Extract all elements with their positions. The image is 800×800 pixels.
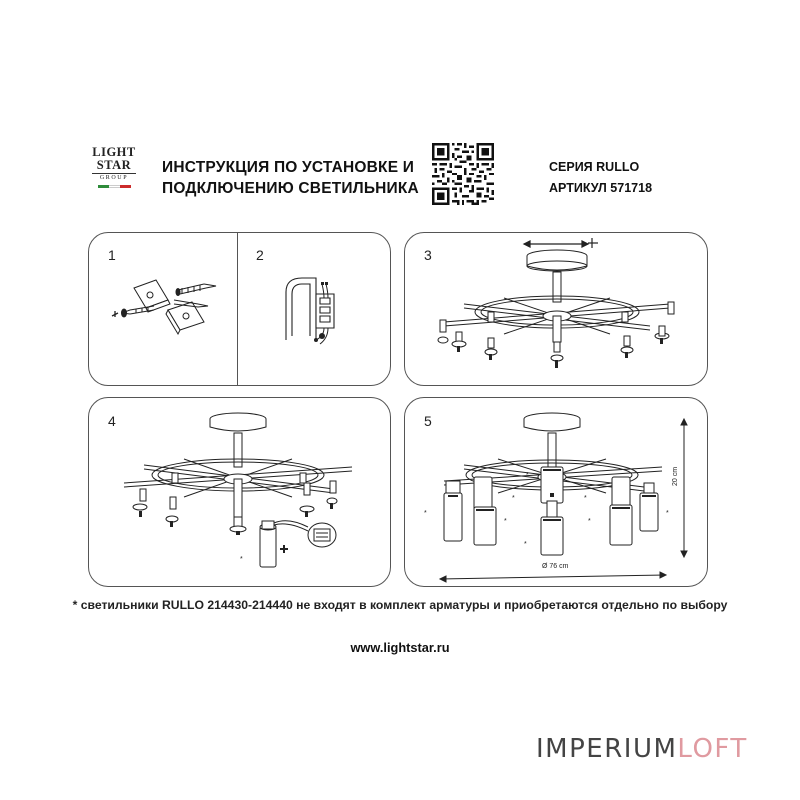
panel-divider — [237, 232, 239, 386]
diameter-dimension-label: Ø 76 cm — [542, 563, 569, 570]
title-line-2: ПОДКЛЮЧЕНИЮ СВЕТИЛЬНИКА — [162, 180, 419, 197]
series-label: СЕРИЯ RULLO — [549, 160, 640, 174]
lightstar-logo: LIGHT STAR GROUP — [88, 146, 140, 208]
italian-flag-icon — [88, 185, 140, 188]
watermark-part-1: IMPERIUM — [536, 734, 678, 764]
imperiumloft-watermark: IMPERIUMLOFT — [536, 734, 748, 764]
accessory-marker-2: * — [512, 495, 515, 502]
step-number-1: 1 — [108, 247, 116, 263]
website-link[interactable]: www.lightstar.ru — [350, 640, 450, 655]
logo-text-group: GROUP — [92, 173, 136, 182]
height-dimension-label: 20 cm — [672, 466, 679, 486]
title-line-1: ИНСТРУКЦИЯ ПО УСТАНОВКЕ И — [162, 159, 415, 176]
accessory-marker: * — [240, 556, 243, 563]
article-number: АРТИКУЛ 571718 — [549, 181, 653, 195]
accessory-marker-6: * — [584, 495, 587, 502]
panel-step-4 — [88, 397, 391, 587]
accessory-marker-5: * — [524, 541, 527, 548]
panel-step-5 — [404, 397, 708, 587]
accessory-marker-4: * — [526, 472, 529, 479]
step-number-3: 3 — [424, 247, 432, 263]
assembled-fixture-dimensions-illustration — [404, 397, 708, 587]
accessory-marker-1: * — [424, 510, 427, 517]
logo-text-light: LIGHT — [92, 145, 136, 159]
ceiling-fixture-installation-illustration — [404, 232, 708, 368]
step-number-2: 2 — [256, 247, 264, 263]
accessory-marker-8: * — [666, 510, 669, 517]
lamp-shade-mounting-illustration — [88, 397, 391, 587]
accessory-marker-7: * — [588, 518, 591, 525]
wire-connection-illustration — [280, 270, 360, 350]
footnote: * светильники RULLO 214430-214440 не вхо… — [72, 598, 728, 612]
document-title: ИНСТРУКЦИЯ ПО УСТАНОВКЕ И ПОДКЛЮЧЕНИЮ СВ… — [162, 157, 432, 199]
watermark-part-2: LOFT — [677, 734, 748, 764]
step-number-5: 5 — [424, 413, 432, 429]
panel-steps-1-2 — [88, 232, 391, 386]
logo-text-star: STAR — [96, 158, 132, 172]
mounting-bracket-illustration — [108, 270, 228, 350]
panel-step-3 — [404, 232, 708, 386]
qr-code-icon — [432, 143, 494, 205]
step-number-4: 4 — [108, 413, 116, 429]
accessory-marker-3: * — [504, 518, 507, 525]
